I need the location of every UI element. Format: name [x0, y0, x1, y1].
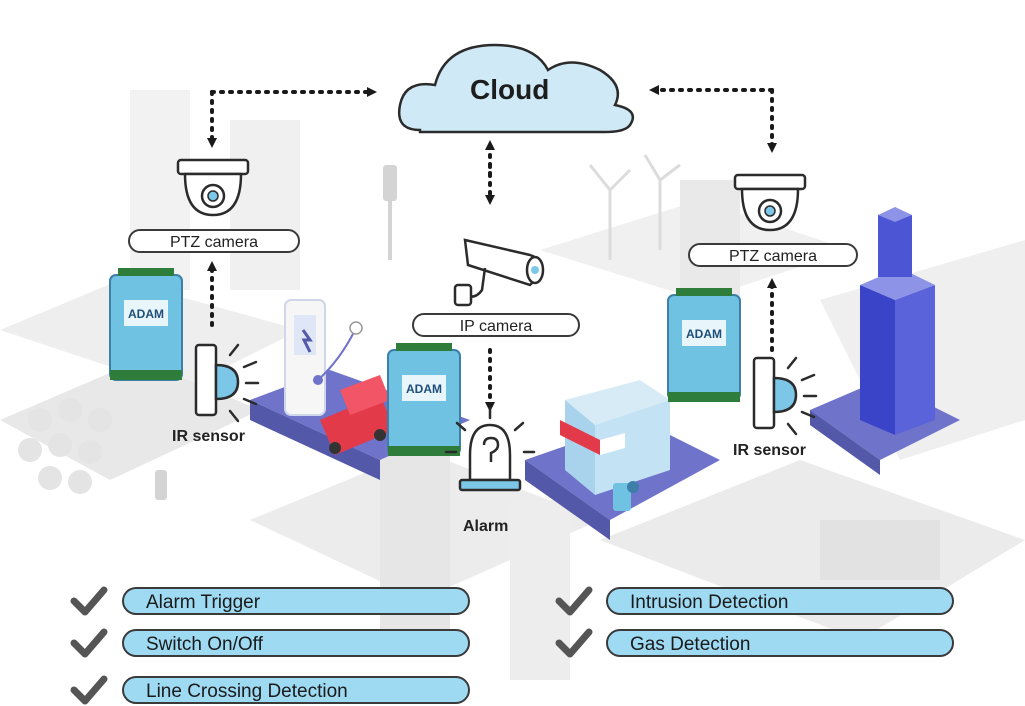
ptz-camera-left-label: PTZ camera — [128, 229, 300, 253]
feature-intrusion-detection: Intrusion Detection — [596, 586, 954, 616]
tree-grove — [18, 398, 112, 494]
ip-camera-icon — [453, 238, 545, 307]
alarm-label: Alarm — [463, 518, 509, 535]
skyscraper — [860, 207, 935, 435]
feature-label: Line Crossing Detection — [122, 676, 470, 704]
ip-camera-label: IP camera — [412, 313, 580, 337]
check-icon — [70, 675, 108, 705]
feature-line-crossing-detection: Line Crossing Detection — [112, 675, 470, 705]
wind-turbines — [588, 154, 681, 260]
module-brand-label: ADAM — [406, 382, 442, 396]
delivery-truck — [320, 375, 395, 455]
ir-sensor-right-icon — [752, 356, 818, 436]
ir-sensor-right-label: IR sensor — [733, 442, 806, 459]
module-brand-label: ADAM — [686, 327, 722, 341]
ptz-camera-right-label: PTZ camera — [688, 243, 858, 267]
feature-gas-detection: Gas Detection — [596, 628, 954, 658]
ptz-camera-right-icon — [733, 173, 807, 232]
feature-label: Switch On/Off — [122, 629, 470, 657]
check-icon — [555, 586, 593, 616]
check-icon — [555, 628, 593, 658]
feature-label: Gas Detection — [606, 629, 954, 657]
shop-building — [560, 380, 670, 511]
connector-lines — [207, 85, 777, 412]
adam-module-right — [667, 288, 741, 402]
feature-label: Intrusion Detection — [606, 587, 954, 615]
feature-switch-on-off: Switch On/Off — [112, 628, 470, 658]
adam-module-center — [387, 343, 461, 456]
ev-charger — [284, 299, 363, 416]
module-brand-label: ADAM — [128, 307, 164, 321]
check-icon — [70, 586, 108, 616]
traffic-light — [155, 165, 397, 500]
ir-sensor-left-icon — [194, 343, 260, 423]
feature-label: Alarm Trigger — [122, 587, 470, 615]
cloud-label: Cloud — [470, 74, 550, 105]
ir-sensor-left-label: IR sensor — [172, 428, 245, 445]
checkmarks — [70, 586, 593, 705]
ptz-camera-left-icon — [176, 158, 250, 217]
feature-alarm-trigger: Alarm Trigger — [112, 586, 470, 616]
alarm-icon — [444, 406, 536, 492]
check-icon — [70, 628, 108, 658]
cloud-icon — [397, 43, 635, 134]
adam-module-left — [109, 268, 183, 381]
